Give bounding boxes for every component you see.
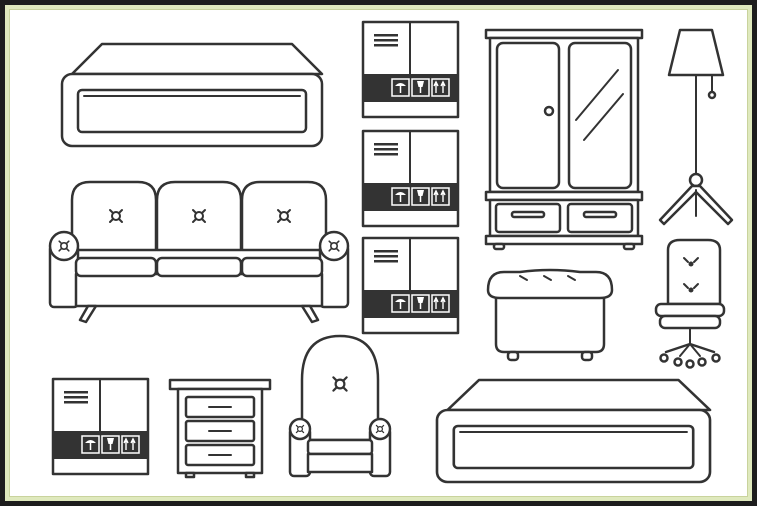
floor-lamp-icon (658, 28, 734, 226)
bed-icon (60, 42, 324, 148)
box-icon (361, 236, 460, 335)
box-icon (51, 377, 150, 476)
nightstand-icon (168, 378, 272, 479)
sofa-icon (48, 180, 350, 324)
box-icon (361, 129, 460, 228)
wardrobe-icon (484, 28, 644, 251)
ottoman-icon (486, 268, 614, 362)
office-chair-icon (654, 238, 726, 369)
armchair-icon (288, 334, 392, 478)
bed-icon (435, 378, 712, 484)
box-icon (361, 20, 460, 119)
